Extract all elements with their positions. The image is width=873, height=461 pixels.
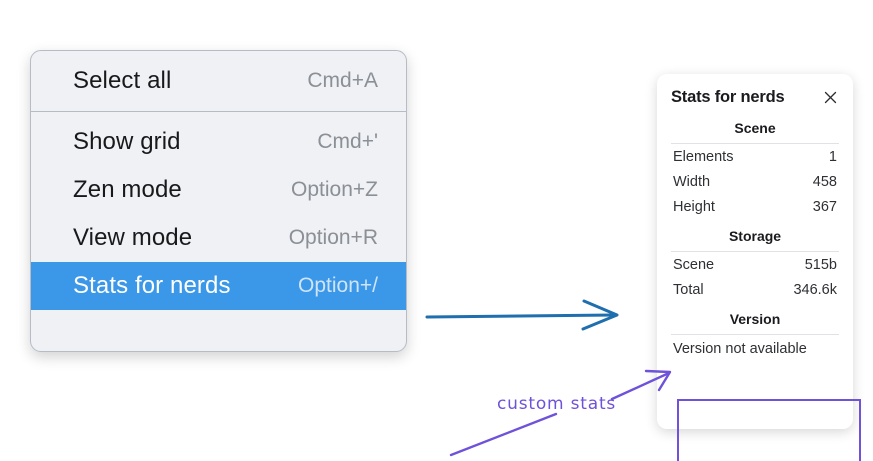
menu-item-shortcut: Cmd+' <box>317 130 378 153</box>
menu-item-shortcut: Option+R <box>288 226 378 249</box>
section-heading: Storage <box>728 228 782 244</box>
stats-panel-title: Stats for nerds <box>671 88 785 106</box>
section-rule <box>671 143 839 144</box>
stats-section-scene: Scene Elements 1 Width 458 Height 367 <box>671 111 839 219</box>
stats-section-storage: Storage Scene 515b Total 346.6k <box>671 219 839 302</box>
table-row: Height 367 <box>671 194 839 219</box>
version-note: Version not available <box>673 341 807 357</box>
table-row: Elements 1 <box>671 144 839 169</box>
menu-item-label: Select all <box>73 67 172 94</box>
menu-group-1: Select all Cmd+A <box>31 51 406 111</box>
context-menu: Select all Cmd+A Show grid Cmd+' Zen mod… <box>30 50 407 352</box>
purple-underline-stroke <box>449 412 558 457</box>
blue-arrow-icon <box>425 299 619 331</box>
menu-item-label: Zen mode <box>73 176 182 203</box>
close-icon[interactable] <box>822 89 839 106</box>
stat-key: Height <box>673 199 715 215</box>
menu-item-shortcut: Option+Z <box>291 178 378 201</box>
stat-value: 346.6k <box>793 282 837 298</box>
stats-for-nerds-panel: Stats for nerds Scene Elements 1 Width 4… <box>657 74 861 461</box>
stat-value: 1 <box>828 149 837 165</box>
custom-stats-annotation-label: custom stats <box>497 394 617 414</box>
stats-panel-header: Stats for nerds <box>671 74 839 111</box>
menu-group-2: Show grid Cmd+' Zen mode Option+Z View m… <box>31 112 406 316</box>
section-heading: Version <box>729 311 781 327</box>
custom-stats-highlight-box <box>677 399 861 461</box>
table-row: Total 346.6k <box>671 277 839 302</box>
stat-value: 515b <box>804 257 837 273</box>
section-heading: Scene <box>734 120 776 136</box>
menu-item-view-mode[interactable]: View mode Option+R <box>31 214 406 262</box>
menu-item-stats-for-nerds[interactable]: Stats for nerds Option+/ <box>31 262 406 310</box>
menu-item-label: View mode <box>73 224 193 251</box>
table-row: Scene 515b <box>671 252 839 277</box>
stat-key: Width <box>673 174 711 190</box>
stat-key: Total <box>673 282 704 298</box>
menu-item-label: Stats for nerds <box>73 272 231 299</box>
section-rule <box>671 251 839 252</box>
stat-key: Scene <box>673 257 715 273</box>
custom-stats-region: Storage Scene 515b Total 346.6k Version … <box>671 219 861 461</box>
menu-item-shortcut: Cmd+A <box>307 69 378 92</box>
table-row: Width 458 <box>671 169 839 194</box>
menu-item-select-all[interactable]: Select all Cmd+A <box>31 57 406 105</box>
menu-item-show-grid[interactable]: Show grid Cmd+' <box>31 118 406 166</box>
stat-value: 367 <box>812 199 837 215</box>
stat-key: Elements <box>673 149 734 165</box>
stats-section-version: Version Version not available <box>671 302 839 361</box>
section-rule <box>671 334 839 335</box>
stat-value: 458 <box>812 174 837 190</box>
menu-item-zen-mode[interactable]: Zen mode Option+Z <box>31 166 406 214</box>
menu-item-shortcut: Option+/ <box>298 274 378 297</box>
menu-divider <box>31 111 406 112</box>
menu-item-label: Show grid <box>73 128 181 155</box>
